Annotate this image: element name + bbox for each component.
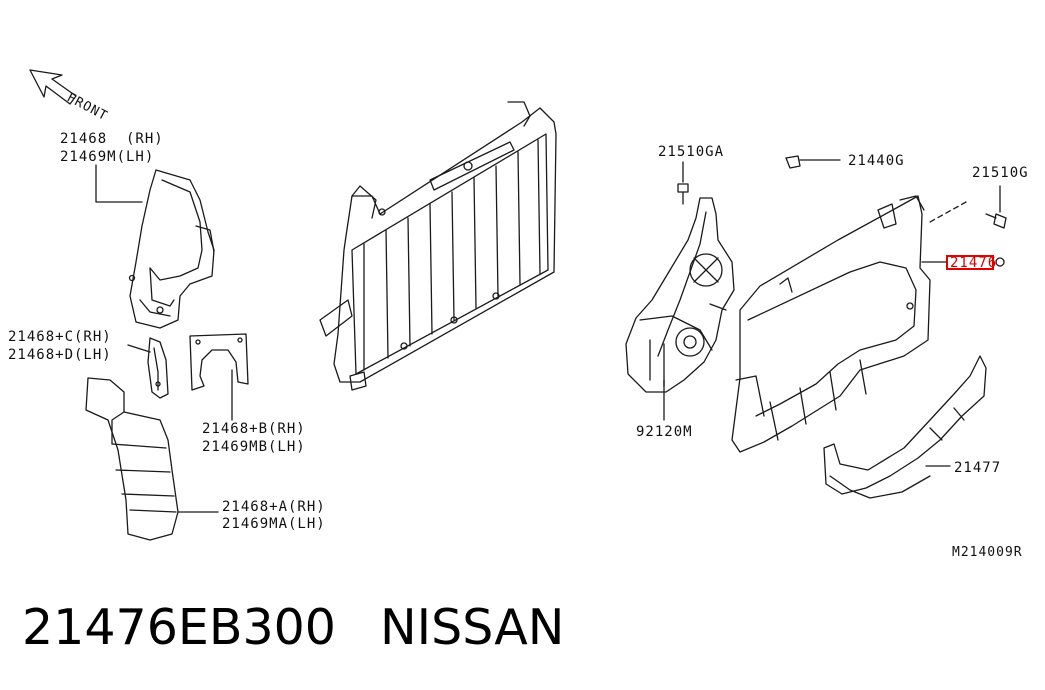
radiator: [319, 101, 557, 391]
lower-shroud: [823, 355, 987, 499]
leader-21468: [95, 164, 143, 203]
label-21476: 21476: [950, 255, 998, 271]
part-number: 21476EB300: [22, 599, 336, 656]
label-21468d-lh: 21468+D(LH): [8, 347, 112, 363]
air-guide-lower: [85, 377, 179, 541]
bolt-21510ga: [677, 183, 689, 205]
label-21510g: 21510G: [972, 165, 1029, 181]
drawing-code: M214009R: [952, 545, 1023, 560]
highlight-box-21476: [946, 255, 994, 270]
label-21468c-rh: 21468+C(RH): [8, 329, 112, 345]
label-21468-rh: 21468 (RH): [60, 131, 164, 147]
label-21510ga: 21510GA: [658, 144, 725, 160]
fan-motor-assembly: [625, 197, 735, 393]
label-21440g: 21440G: [848, 153, 905, 169]
label-21468b-rh: 21468+B(RH): [202, 421, 306, 437]
leader-21468c: [127, 344, 151, 353]
brand-name: NISSAN: [379, 599, 565, 656]
bolt-21440g: [785, 155, 801, 169]
label-21469m-lh: 21469M(LH): [60, 149, 155, 165]
bolt-21510g: [985, 213, 1007, 267]
fan-shroud: [731, 195, 931, 453]
label-21468a-rh: 21468+A(RH): [222, 499, 326, 515]
front-arrow-icon: [29, 69, 77, 105]
front-direction-label: FRONT: [64, 90, 110, 124]
label-21469mb-lh: 21469MB(LH): [202, 439, 306, 455]
small-bracket: [147, 337, 169, 399]
label-92120m: 92120M: [636, 424, 693, 440]
air-guide-upper: [128, 169, 215, 329]
caption: 21476EB300 NISSAN: [22, 596, 564, 666]
plate-bracket: [189, 333, 249, 391]
label-21477: 21477: [954, 460, 1002, 476]
label-21469ma-lh: 21469MA(LH): [222, 516, 326, 532]
dashed-leader: [929, 201, 967, 223]
